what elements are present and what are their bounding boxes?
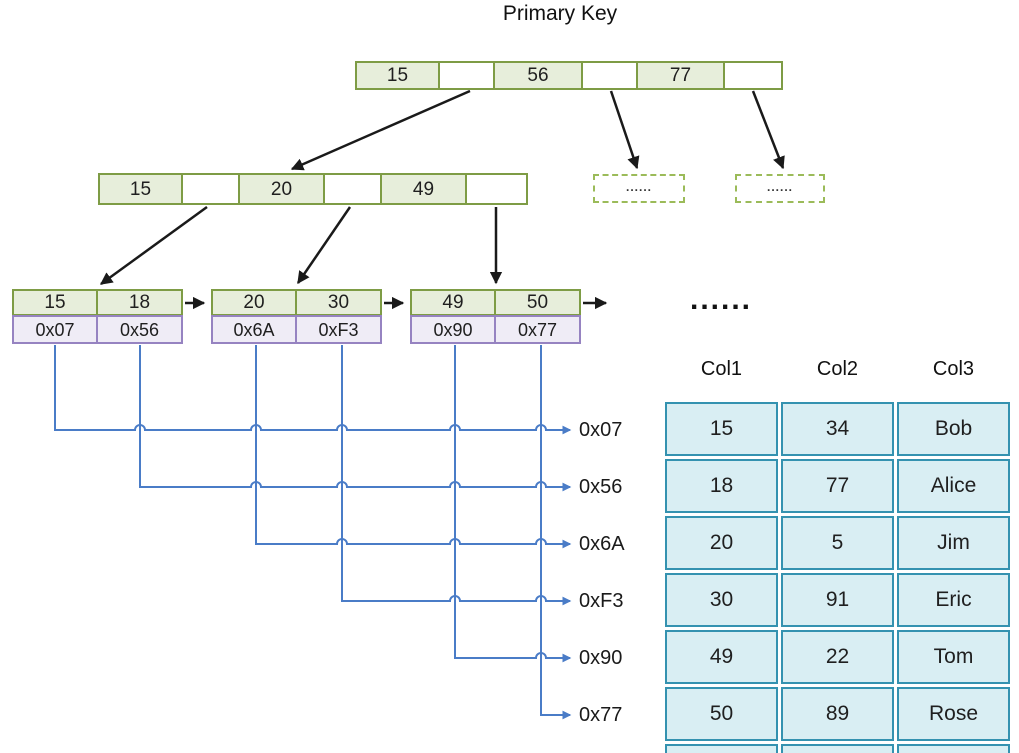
table-cell: 22 — [781, 630, 894, 684]
root-key-cell: 77 — [636, 61, 725, 90]
leaf-address-cell: 0xF3 — [295, 315, 382, 344]
collapsed-node-1: ...... — [593, 174, 685, 203]
table-cell: 5 — [781, 516, 894, 570]
internal-key-cell: 20 — [238, 173, 325, 205]
row-pointer-label: 0x77 — [579, 703, 623, 726]
table-row: 15 34 Bob — [665, 402, 1010, 456]
row-pointer-label: 0x56 — [579, 475, 623, 498]
leaf-address-cell: 0x77 — [494, 315, 581, 344]
arrow-internal-to-leaf-1 — [99, 205, 208, 286]
leaf-address-row: 0x6A 0xF3 — [211, 315, 382, 344]
table-cell — [897, 744, 1010, 753]
table-cell: 50 — [665, 687, 778, 741]
leaf-key-cell: 49 — [410, 289, 496, 316]
leaf-key-cell: 15 — [12, 289, 98, 316]
internal-pointer-cell — [181, 173, 240, 205]
table-row: 50 89 Rose — [665, 687, 1010, 741]
table-row: 20 5 Jim — [665, 516, 1010, 570]
internal-pointer-cell — [323, 173, 382, 205]
arrow-root-to-internal — [290, 89, 471, 171]
row-pointer-connector-0x56 — [139, 345, 572, 492]
root-pointer-cell — [581, 61, 638, 90]
arrow-root-to-collapsed-1 — [609, 90, 640, 170]
leaf-key-cell: 50 — [494, 289, 581, 316]
root-key-cell: 15 — [355, 61, 440, 90]
table-cell: Bob — [897, 402, 1010, 456]
table-cell: Eric — [897, 573, 1010, 627]
table-cell — [665, 744, 778, 753]
leaf-key-row: 15 18 — [12, 289, 183, 316]
table-cell: 18 — [665, 459, 778, 513]
row-pointer-connector-0x6A — [255, 345, 572, 549]
table-row: 49 22 Tom — [665, 630, 1010, 684]
leaf-chain-ellipsis: ...... — [690, 283, 753, 316]
row-pointer-connector-0x77 — [540, 345, 572, 720]
table-cell: Tom — [897, 630, 1010, 684]
table-cell: 20 — [665, 516, 778, 570]
leaf-address-cell: 0x56 — [96, 315, 183, 344]
ellipsis-label: ...... — [625, 179, 652, 194]
table-row: 30 91 Eric — [665, 573, 1010, 627]
row-pointer-label: 0x90 — [579, 646, 623, 669]
leaf-node-3: 49 50 0x90 0x77 — [410, 289, 581, 344]
internal-key-cell: 15 — [98, 173, 183, 205]
data-table: 15 34 Bob 18 77 Alice 20 5 Jim 30 91 Eri… — [665, 402, 1010, 753]
leaf-node-2: 20 30 0x6A 0xF3 — [211, 289, 382, 344]
table-cell: 15 — [665, 402, 778, 456]
table-cell: 91 — [781, 573, 894, 627]
table-row: 18 77 Alice — [665, 459, 1010, 513]
row-pointer-connector-0x07 — [54, 345, 572, 435]
table-cell: 34 — [781, 402, 894, 456]
leaf-key-row: 49 50 — [410, 289, 581, 316]
table-column-header: Col2 — [816, 358, 859, 380]
table-cell: Jim — [897, 516, 1010, 570]
internal-pointer-cell — [465, 173, 528, 205]
ellipsis-label: ...... — [766, 179, 793, 194]
table-cell: 30 — [665, 573, 778, 627]
leaf-key-cell: 20 — [211, 289, 297, 316]
root-node: 15 56 77 — [355, 61, 783, 90]
leaf-address-row: 0x07 0x56 — [12, 315, 183, 344]
row-pointer-label: 0xF3 — [579, 589, 624, 612]
leaf-key-row: 20 30 — [211, 289, 382, 316]
row-pointer-connector-0xF3 — [341, 345, 572, 606]
root-key-cell: 56 — [493, 61, 583, 90]
row-pointer-label: 0x07 — [579, 418, 623, 441]
table-cell: 49 — [665, 630, 778, 684]
arrow-root-to-collapsed-2 — [751, 90, 785, 170]
leaf-node-1: 15 18 0x07 0x56 — [12, 289, 183, 344]
arrow-internal-to-leaf-2 — [296, 206, 352, 285]
table-column-header: Col3 — [932, 358, 975, 380]
internal-key-cell: 49 — [380, 173, 467, 205]
row-pointer-connector-0x90 — [454, 345, 572, 663]
table-column-header: Col1 — [700, 358, 743, 380]
leaf-address-cell: 0x6A — [211, 315, 297, 344]
table-cell — [781, 744, 894, 753]
root-pointer-cell — [438, 61, 495, 90]
leaf-address-row: 0x90 0x77 — [410, 315, 581, 344]
leaf-key-cell: 30 — [295, 289, 382, 316]
table-cell: Rose — [897, 687, 1010, 741]
leaf-address-cell: 0x07 — [12, 315, 98, 344]
collapsed-node-2: ...... — [735, 174, 825, 203]
table-cell: 89 — [781, 687, 894, 741]
table-row-partial — [665, 744, 1010, 753]
leaf-address-cell: 0x90 — [410, 315, 496, 344]
diagram-title: Primary Key — [502, 2, 618, 25]
row-pointer-label: 0x6A — [579, 532, 625, 555]
table-cell: 77 — [781, 459, 894, 513]
internal-node: 15 20 49 — [98, 173, 528, 205]
leaf-key-cell: 18 — [96, 289, 183, 316]
table-cell: Alice — [897, 459, 1010, 513]
root-pointer-cell — [723, 61, 783, 90]
